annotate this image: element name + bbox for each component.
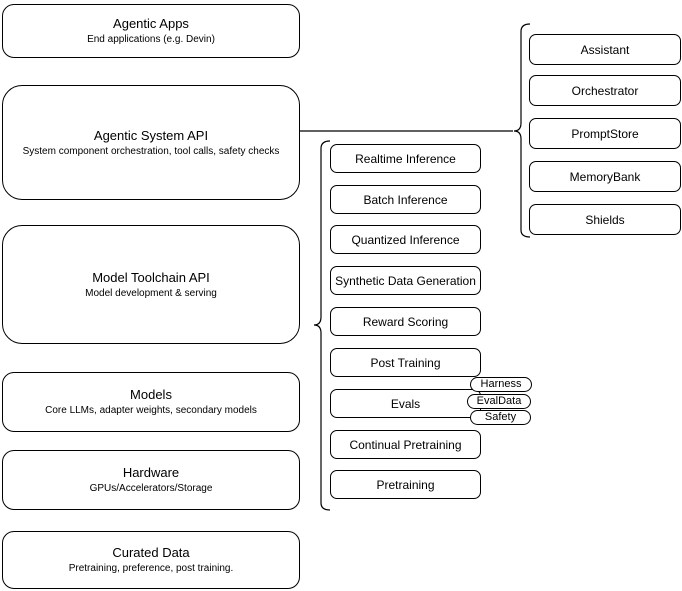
evals-pill-evaldata: EvalData [467, 394, 531, 409]
layer-title: Agentic System API [93, 127, 209, 143]
system-item-shields: Shields [529, 204, 681, 235]
toolchain-item-evals: Evals [330, 389, 481, 418]
layer-title: Agentic Apps [113, 16, 189, 31]
layer-title: Hardware [122, 465, 180, 480]
layer-agentic-system-api: Agentic System API System component orch… [2, 85, 300, 200]
toolchain-item-reward-scoring: Reward Scoring [330, 307, 481, 336]
layer-title: Model Toolchain API [92, 269, 210, 285]
layer-agentic-apps: Agentic Apps End applications (e.g. Devi… [2, 4, 300, 58]
evals-pill-safety: Safety [470, 410, 531, 425]
layer-model-toolchain-api: Model Toolchain API Model development & … [2, 225, 300, 344]
toolchain-item-quantized-inference: Quantized Inference [330, 225, 481, 254]
system-item-promptstore: PromptStore [529, 118, 681, 149]
layer-subtitle: System component orchestration, tool cal… [22, 145, 280, 157]
system-item-memorybank: MemoryBank [529, 161, 681, 192]
layer-title: Curated Data [112, 545, 190, 560]
layer-models: Models Core LLMs, adapter weights, secon… [2, 372, 300, 432]
layer-curated-data: Curated Data Pretraining, preference, po… [2, 531, 300, 589]
toolchain-item-post-training: Post Training [330, 348, 481, 377]
layer-subtitle: End applications (e.g. Devin) [87, 34, 215, 45]
layer-hardware: Hardware GPUs/Accelerators/Storage [2, 450, 300, 510]
layer-subtitle: Pretraining, preference, post training. [68, 563, 234, 574]
system-components-bracket [513, 23, 531, 238]
toolchain-item-batch-inference: Batch Inference [330, 185, 481, 214]
layer-title: Models [130, 387, 172, 402]
system-item-orchestrator: Orchestrator [529, 75, 681, 106]
system-item-assistant: Assistant [529, 34, 681, 65]
toolchain-item-continual-pretraining: Continual Pretraining [330, 430, 481, 459]
toolchain-item-synthetic-data-generation: Synthetic Data Generation [330, 266, 481, 295]
toolchain-components-bracket [313, 140, 331, 511]
layer-subtitle: GPUs/Accelerators/Storage [89, 483, 213, 494]
toolchain-item-pretraining: Pretraining [330, 470, 481, 499]
toolchain-item-realtime-inference: Realtime Inference [330, 144, 481, 173]
layer-subtitle: Core LLMs, adapter weights, secondary mo… [45, 405, 257, 416]
evals-pill-harness: Harness [470, 377, 532, 392]
layer-subtitle: Model development & serving [85, 287, 217, 299]
